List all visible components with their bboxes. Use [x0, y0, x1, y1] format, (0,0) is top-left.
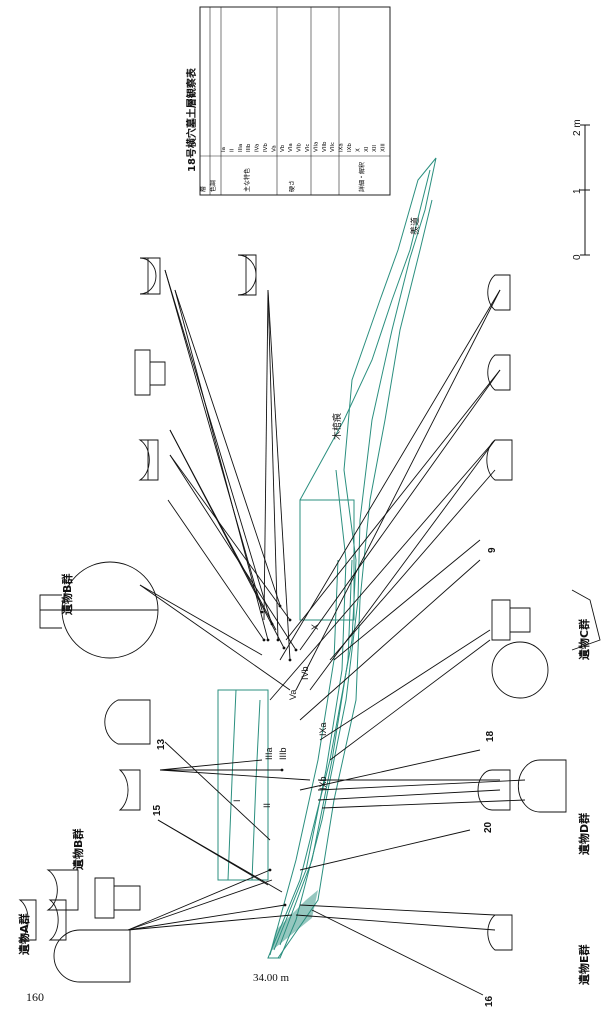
table-layer-id: Ia [221, 147, 227, 152]
layer-label: IIIa [264, 747, 274, 760]
scale-bar [580, 124, 590, 256]
vessel-round-pot-c [491, 641, 549, 699]
layer-label: IXa [318, 722, 328, 736]
vessel-bowl-e [487, 914, 513, 951]
table-layer-id: IIIb [246, 143, 252, 152]
layer-line-5 [251, 699, 261, 881]
table-layer-id: VIc [305, 144, 311, 152]
table-header: 主な特色 [243, 168, 251, 192]
table-layer-id: IXa [339, 143, 345, 152]
vessel-lidded-bowl-d2 [517, 759, 567, 813]
table-layer-id: IXb [347, 143, 353, 152]
elevation-label: 34.00 m [253, 972, 290, 984]
table-layer-id: Va [271, 145, 277, 152]
table-layer-id: XIII [381, 143, 387, 152]
vessel-bowl-r1 [487, 274, 511, 311]
vessel-jar-b [104, 699, 151, 745]
table-header: 硬さ [289, 180, 296, 192]
table-layer-id: XII [372, 145, 378, 152]
page-number: 160 [26, 990, 44, 1004]
layer-label: IXb [318, 776, 328, 790]
vessel-jar-a [53, 929, 131, 983]
vessel-bowl-2 [237, 254, 257, 296]
vessel-lidded-bowl-1 [138, 439, 159, 481]
table-layer-id: XI [364, 146, 370, 152]
vessel-bowl-1 [139, 257, 161, 295]
table-header: 層 [200, 186, 207, 192]
layer-label: IIIb [278, 747, 288, 760]
table-layer-id: VIIa [313, 142, 319, 152]
layer-label: IVb [300, 666, 310, 680]
layer-label: X [310, 623, 320, 630]
excavation-box-lower [217, 689, 269, 881]
table-layer-id: VIb [297, 143, 303, 152]
table-layer-id: Vb [280, 144, 286, 152]
scale-label-2: 2 m [572, 119, 583, 136]
table-layer-id: VIa [288, 143, 294, 152]
tomb-outline-upper [267, 157, 437, 959]
table-layer-id: II [229, 148, 235, 152]
vessel-stemmed-cup-1 [134, 349, 166, 396]
connector-lines [127, 269, 526, 996]
excavation-box-upper [299, 499, 355, 621]
vessel-bowl-a1 [48, 899, 67, 941]
vessel-lidded-bowl-2 [118, 769, 141, 811]
vessel-cup-a-top [46, 869, 79, 911]
table-layer-id: X [355, 148, 361, 152]
vessel-stemmed-cup-c [491, 599, 531, 641]
coffin-trace [299, 169, 431, 501]
table-layer-id: VIIc [330, 142, 336, 152]
tomb-outline-lower [277, 199, 433, 959]
scale-label-1: 1 [572, 188, 583, 194]
vessel-lidded-bowl-d1 [477, 769, 511, 811]
layer-label: I [232, 799, 242, 802]
table-header: 詳細・解釈 [358, 162, 366, 192]
table-layer-id: IIIa [238, 144, 244, 152]
layer-label: II [262, 802, 272, 808]
structure-label-passage: 羨道 [410, 216, 420, 235]
layer-line-1 [269, 559, 339, 956]
layer-line-2 [273, 469, 347, 951]
table-layer-id: IVa [255, 144, 261, 152]
vessel-spout-c [571, 589, 601, 651]
scale-label-0: 0 [572, 254, 583, 260]
vessel-bowl-r3 [486, 439, 513, 481]
structure-label-coffin: 木棺痕 [332, 412, 342, 440]
layer-line-4 [227, 689, 237, 881]
vessel-stemmed-cup-a [94, 877, 141, 919]
table-layer-id: VIIb [322, 141, 328, 152]
table-layer-id: IVb [263, 143, 269, 152]
layer-line-3 [279, 559, 353, 946]
vessel-bowl-r2 [487, 354, 511, 391]
table-header: 色調 [209, 180, 217, 192]
artifact-dots [260, 604, 298, 907]
layer-label: Va [288, 689, 298, 700]
vessel-bowl-a2 [18, 899, 37, 941]
